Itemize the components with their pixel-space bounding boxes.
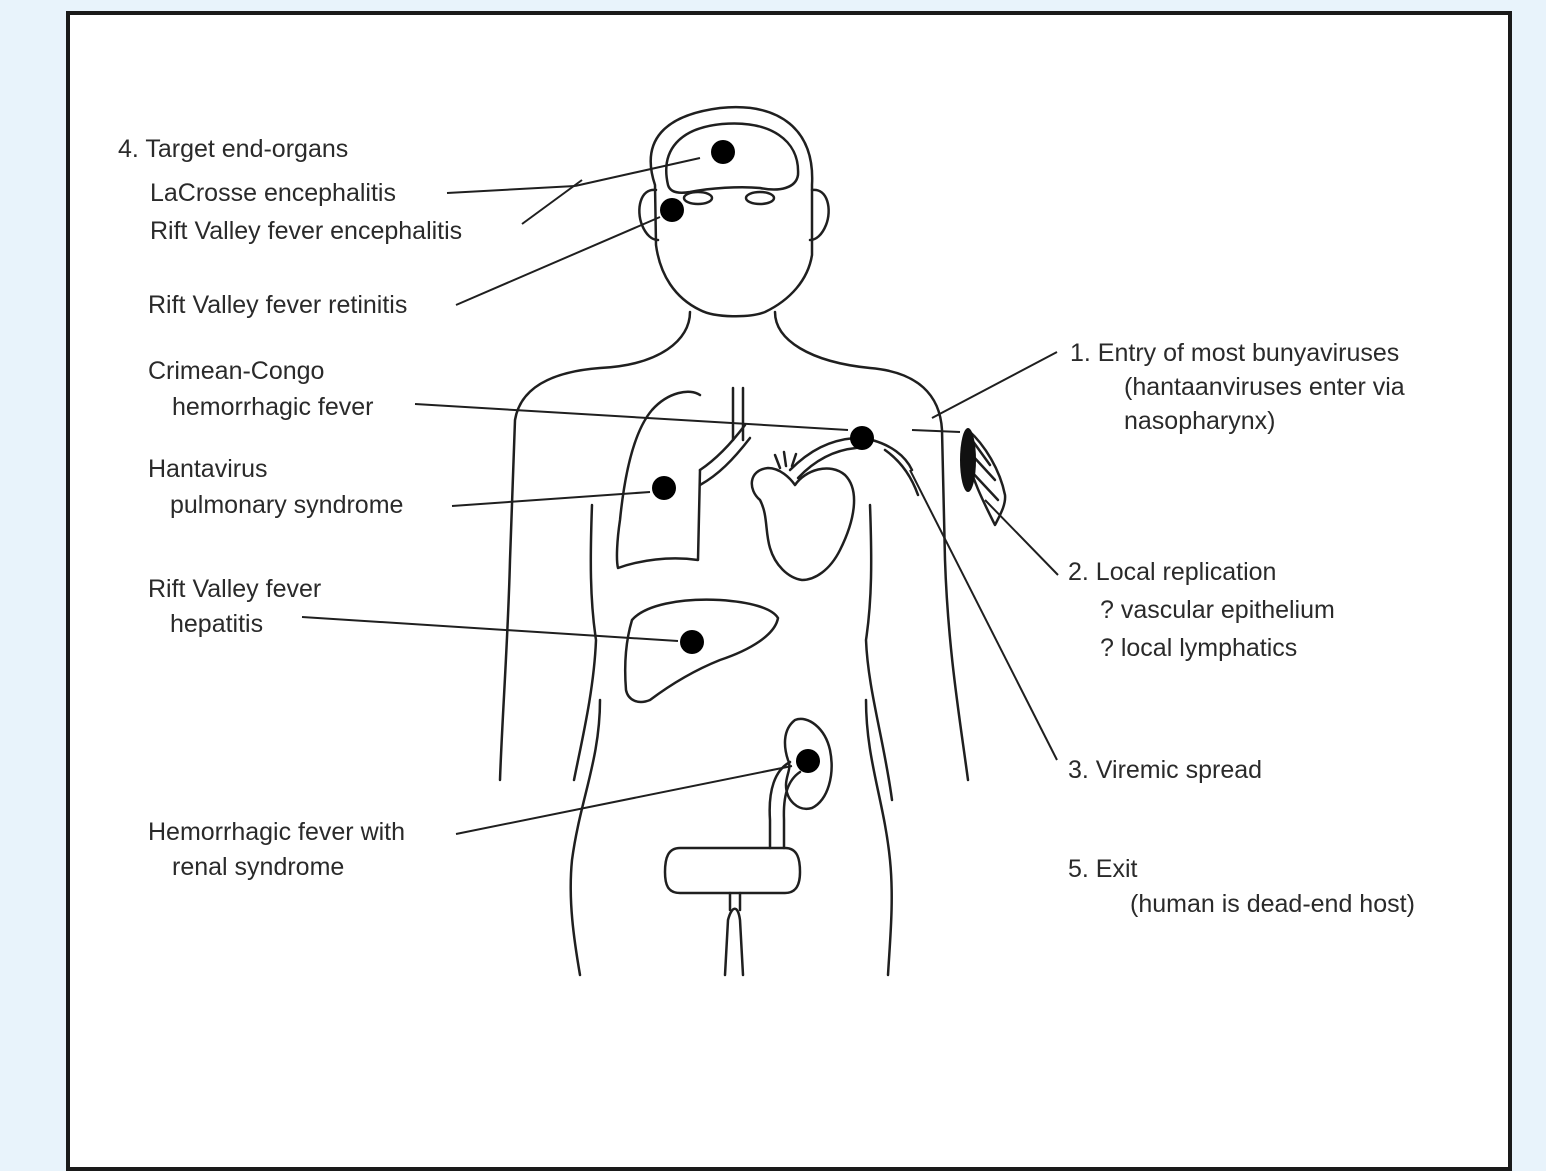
- label-hps-line1: Hantavirus: [148, 452, 268, 486]
- label-local-replication-line2: ? vascular epithelium: [1100, 593, 1335, 627]
- liver-target-dot: [680, 630, 704, 654]
- label-cchf-line1: Crimean-Congo: [148, 354, 324, 388]
- body-outline: [500, 107, 1005, 975]
- lung-target-dot: [652, 476, 676, 500]
- kidney-target-dot: [796, 749, 820, 773]
- label-hps-line2: pulmonary syndrome: [170, 488, 403, 522]
- label-rvf-hepatitis-line1: Rift Valley fever: [148, 572, 321, 606]
- label-lacrosse-encephalitis: LaCrosse encephalitis: [150, 176, 396, 210]
- label-rvf-encephalitis: Rift Valley fever encephalitis: [150, 214, 462, 248]
- label-hfrs-line2: renal syndrome: [172, 850, 344, 884]
- label-local-replication-line3: ? local lymphatics: [1100, 631, 1297, 665]
- label-rvf-hepatitis-line2: hepatitis: [170, 607, 263, 641]
- mosquito-icon: [960, 428, 976, 492]
- label-local-replication-line1: 2. Local replication: [1068, 555, 1276, 589]
- label-entry-line3: nasopharynx): [1124, 404, 1275, 438]
- label-entry-line1: 1. Entry of most bunyaviruses: [1070, 336, 1399, 370]
- vascular-target-dot: [850, 426, 874, 450]
- label-entry-line2: (hantaanviruses enter via: [1124, 370, 1405, 404]
- label-exit-line1: 5. Exit: [1068, 852, 1137, 886]
- label-exit-line2: (human is dead-end host): [1130, 887, 1415, 921]
- label-target-organs: 4. Target end-organs: [118, 132, 348, 166]
- eye-target-dot: [660, 198, 684, 222]
- brain-target-dot: [711, 140, 735, 164]
- label-rvf-retinitis: Rift Valley fever retinitis: [148, 288, 407, 322]
- label-cchf-line2: hemorrhagic fever: [172, 390, 373, 424]
- label-viremic-spread: 3. Viremic spread: [1068, 753, 1262, 787]
- label-hfrs-line1: Hemorrhagic fever with: [148, 815, 405, 849]
